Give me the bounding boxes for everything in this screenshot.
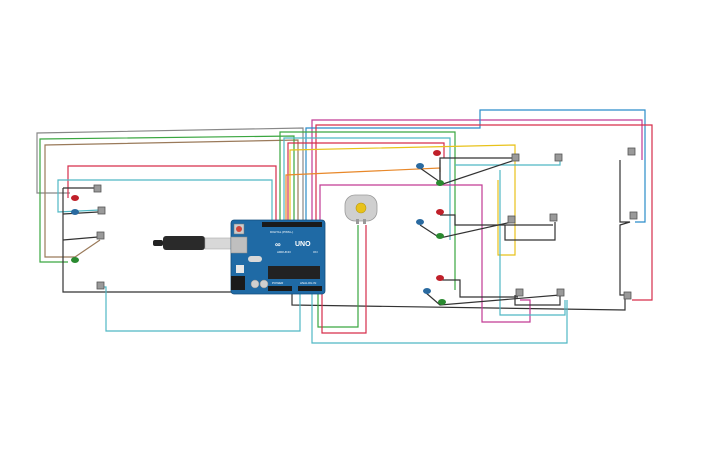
motor-terminal-right	[363, 219, 366, 224]
pushbutton-8[interactable]	[549, 213, 558, 222]
wire-black-r6[interactable]	[424, 291, 561, 306]
wire-gray-left[interactable]	[36, 127, 304, 228]
wire-teal-right-top[interactable]	[455, 160, 561, 166]
pushbutton-13[interactable]	[623, 291, 632, 300]
wire-black-r2[interactable]	[440, 214, 553, 226]
arduino-logo: ∞	[275, 240, 281, 249]
pushbutton-1[interactable]	[93, 184, 102, 193]
usb-cable-end	[153, 240, 163, 246]
pushbutton-3[interactable]	[96, 231, 105, 240]
digital-header	[262, 222, 322, 227]
wire-black-r5[interactable]	[419, 157, 515, 184]
pushbuttons	[93, 147, 638, 300]
wire-red-top[interactable]	[315, 124, 653, 301]
wire-green-mid[interactable]	[279, 131, 456, 290]
pushbutton-6[interactable]	[554, 153, 563, 162]
pushbutton-12[interactable]	[629, 211, 638, 220]
reset-button-cap	[236, 226, 242, 232]
led-red-3[interactable]	[436, 209, 444, 215]
microcontroller-chip	[268, 266, 320, 279]
led-red-4[interactable]	[436, 275, 444, 281]
power-header	[268, 286, 292, 291]
pushbutton-2[interactable]	[97, 206, 106, 215]
pushbutton-4[interactable]	[96, 281, 105, 290]
wire-black-r8[interactable]	[504, 222, 556, 241]
analog-header-label: ANALOG IN	[300, 281, 316, 285]
led-blue-1[interactable]	[71, 209, 79, 215]
capacitor-2	[259, 279, 269, 289]
wire-black-left-3[interactable]	[62, 236, 99, 241]
status-led-block	[236, 265, 244, 273]
wires	[36, 109, 653, 344]
wire-brown-left[interactable]	[44, 139, 299, 258]
wire-teal-right-bottom[interactable]	[499, 170, 566, 316]
wire-green-left[interactable]	[39, 135, 295, 263]
led-blue-3[interactable]	[416, 219, 424, 225]
usb-cable-metal	[204, 237, 236, 250]
pushbutton-9[interactable]	[515, 288, 524, 297]
analog-header	[298, 286, 322, 291]
power-jack	[231, 276, 245, 290]
board-model-label: UNO	[295, 241, 311, 248]
led-red-2[interactable]	[433, 150, 441, 156]
usb-port	[230, 236, 248, 254]
on-label: ON	[313, 250, 318, 254]
motor-terminal-left	[356, 219, 359, 224]
wire-red-bottom[interactable]	[321, 225, 367, 334]
wire-black-r1[interactable]	[439, 159, 516, 186]
board-brand-label: ARDUINO	[277, 250, 292, 254]
wire-teal-left-1[interactable]	[57, 179, 273, 225]
led-blue-4[interactable]	[423, 288, 431, 294]
led-blue-2[interactable]	[416, 163, 424, 169]
wire-teal-bottom[interactable]	[311, 290, 568, 344]
wire-teal-mid[interactable]	[283, 137, 451, 240]
wire-black-r3[interactable]	[440, 279, 518, 298]
wire-black-r9[interactable]	[514, 295, 561, 306]
capacitor-1	[250, 279, 260, 289]
wire-yellow-mid[interactable]	[289, 144, 516, 256]
dc-motor[interactable]	[344, 194, 378, 224]
wire-red-left-1[interactable]	[67, 165, 277, 225]
arduino-uno-board[interactable]: DIGITAL (PWM~) ∞ UNO ARDUINO POWER ANALO…	[230, 219, 326, 295]
pushbutton-7[interactable]	[507, 215, 516, 224]
usb-cable[interactable]	[153, 236, 236, 250]
digital-header-label: DIGITAL (PWM~)	[270, 230, 293, 234]
wire-black-left-4[interactable]	[62, 211, 99, 215]
pushbutton-10[interactable]	[556, 288, 565, 297]
led-green-4[interactable]	[438, 299, 446, 305]
wire-black-r7[interactable]	[619, 160, 631, 296]
leds	[71, 150, 446, 305]
wire-green-bottom[interactable]	[317, 225, 359, 328]
power-header-label: POWER	[272, 281, 284, 285]
crystal	[248, 256, 262, 262]
usb-cable-plug	[163, 236, 205, 250]
wire-magenta-top[interactable]	[311, 119, 643, 225]
led-green-3[interactable]	[436, 233, 444, 239]
led-red-1[interactable]	[71, 195, 79, 201]
wire-blue-top[interactable]	[305, 109, 646, 225]
pushbutton-5[interactable]	[511, 153, 520, 162]
pushbutton-11[interactable]	[627, 147, 636, 156]
led-green-1[interactable]	[71, 257, 79, 263]
wire-black-left[interactable]	[62, 188, 626, 311]
motor-shaft	[355, 202, 367, 214]
wire-red-mid[interactable]	[287, 142, 445, 225]
wire-magenta-mid[interactable]	[319, 184, 531, 323]
led-green-2[interactable]	[436, 180, 444, 186]
